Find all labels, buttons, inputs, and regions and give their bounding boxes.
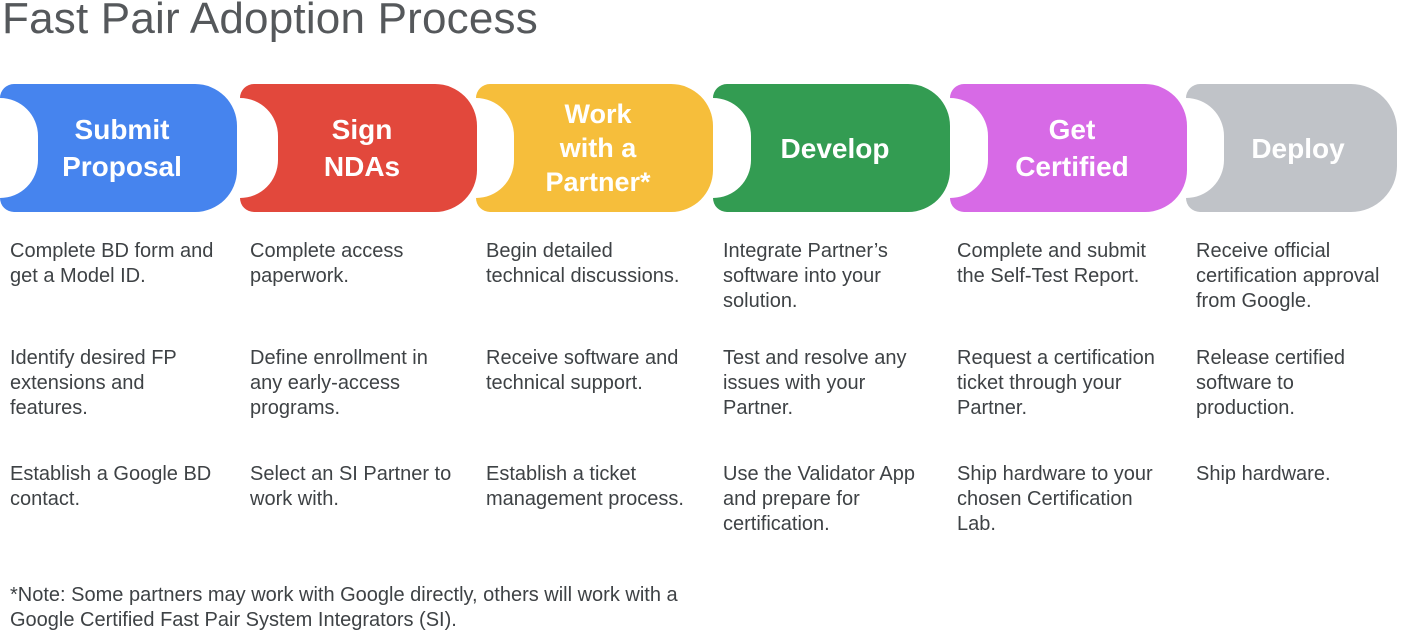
task-text: Identify desired FP extensions and featu…: [10, 347, 177, 419]
task-text: Define enrollment in any early-access pr…: [250, 347, 428, 419]
task-text: Integrate Partner’s software into your s…: [723, 240, 888, 312]
footnote: *Note: Some partners may work with Googl…: [10, 584, 678, 631]
step-shape-get-certified: [950, 84, 1187, 212]
step-shape-work-with-partner: [476, 84, 713, 212]
task-text: Begin detailed technical discussions.: [486, 240, 680, 287]
step-shape-develop: [713, 84, 950, 212]
task-text: Establish a ticket management process.: [486, 463, 684, 510]
task-text: Receive official certification approval …: [1196, 240, 1380, 312]
task-text: Request a certification ticket through y…: [957, 347, 1155, 419]
task-text: Test and resolve any issues with your Pa…: [723, 347, 907, 419]
task-text: Complete access paperwork.: [250, 240, 404, 287]
task-text: Establish a Google BD contact.: [10, 463, 212, 510]
task-text: Complete BD form and get a Model ID.: [10, 240, 214, 287]
task-text: Ship hardware.: [1196, 463, 1331, 485]
task-text: Complete and submit the Self-Test Report…: [957, 240, 1146, 287]
step-shape-submit-proposal: [0, 84, 237, 212]
step-shape-sign-ndas: [240, 84, 477, 212]
task-text: Select an SI Partner to work with.: [250, 463, 452, 510]
task-text: Receive software and technical support.: [486, 347, 679, 394]
step-shape-deploy: [1186, 84, 1397, 212]
task-text: Release certified software to production…: [1196, 347, 1345, 419]
page-title: Fast Pair Adoption Process: [2, 0, 538, 43]
task-text: Use the Validator App and prepare for ce…: [723, 463, 915, 535]
task-text: Ship hardware to your chosen Certificati…: [957, 463, 1153, 535]
